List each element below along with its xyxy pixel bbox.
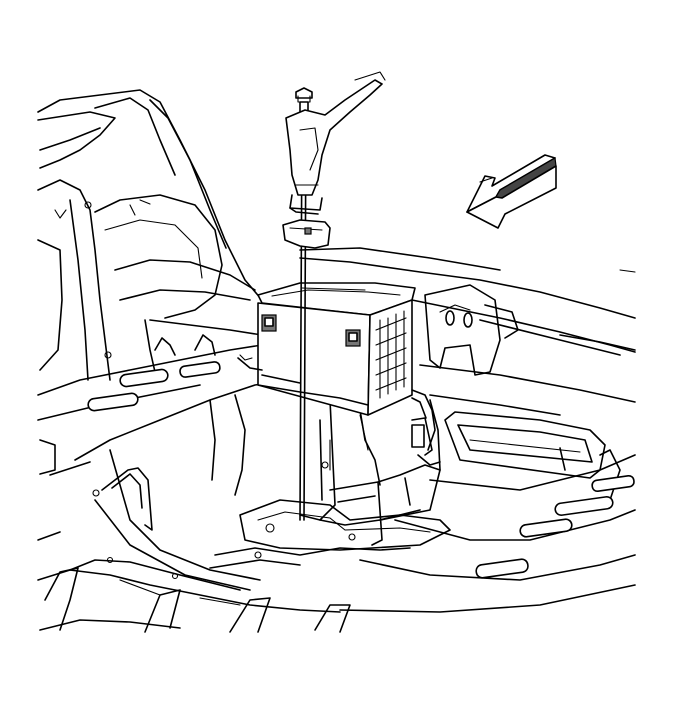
hold-down-bracket [282,71,386,249]
battery-tray [209,394,451,569]
trunk-floor-left [37,319,351,633]
battery-icon [257,282,416,416]
battery-cable [237,357,436,451]
direction-arrow-icon [466,154,557,229]
left-quarter-panel [37,89,263,381]
trunk-floor-right [299,247,636,613]
